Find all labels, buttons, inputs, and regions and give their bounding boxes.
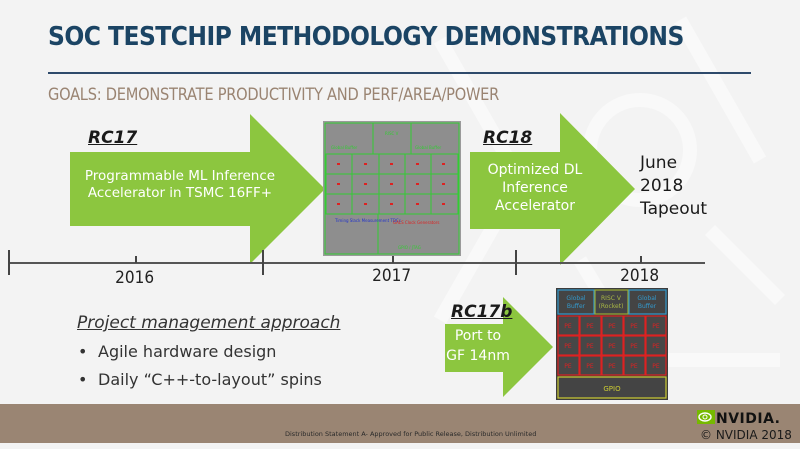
svg-text:PE: PE <box>608 323 616 330</box>
rc17b-desc-line2: GF 14nm <box>446 348 510 364</box>
svg-text:PE: PE <box>630 363 638 370</box>
svg-text:GPIO: GPIO <box>603 385 621 393</box>
tapeout-line3: Tapeout <box>640 199 708 219</box>
rc17b-label: RC17b <box>451 302 513 322</box>
svg-text:PE: PE <box>586 323 594 330</box>
slide-title: SOC TESTCHIP METHODOLOGY DEMONSTRATIONS <box>48 22 684 52</box>
svg-text:PE: PE <box>608 343 616 350</box>
timeline-tick <box>515 250 517 275</box>
svg-text:PE: PE <box>608 363 616 370</box>
svg-text:Buffer: Buffer <box>567 303 586 310</box>
svg-text:GPIO / JTAG: GPIO / JTAG <box>398 245 421 250</box>
title-divider <box>48 72 751 74</box>
rc17-desc-line1: Programmable ML Inference <box>84 168 276 184</box>
rc18-label: RC18 <box>483 128 533 148</box>
rc17-label: RC17 <box>88 128 138 148</box>
svg-text:PE: PE <box>652 343 660 350</box>
nvidia-eye-icon <box>697 410 715 424</box>
goals-subtitle: GOALS: DEMONSTRATE PRODUCTIVITY AND PERF… <box>48 85 500 105</box>
svg-text:RISC V: RISC V <box>385 131 399 136</box>
tapeout-line2: 2018 <box>640 176 684 196</box>
rc18-desc-line2: Inference <box>502 180 568 196</box>
svg-text:(Rocket): (Rocket) <box>599 303 624 310</box>
timeline-tick <box>640 256 642 263</box>
svg-text:PE: PE <box>630 323 638 330</box>
svg-text:Global: Global <box>566 295 585 302</box>
rc17-die-photo: Global Buffer Global Buffer RISC V GPIO /… <box>323 121 461 256</box>
project-management-heading: Project management approach <box>77 313 341 333</box>
svg-text:Global Buffer: Global Buffer <box>331 145 358 150</box>
svg-text:RISC V: RISC V <box>601 295 622 302</box>
rc17-arrow: Programmable ML Inference Accelerator in… <box>70 114 325 264</box>
rc18-desc-line3: Accelerator <box>495 198 575 214</box>
svg-text:GALS Clock Generators: GALS Clock Generators <box>393 220 439 225</box>
bullet-text: Agile hardware design <box>98 342 277 361</box>
bullet-item: • Agile hardware design <box>78 342 276 361</box>
svg-text:Buffer: Buffer <box>638 303 657 310</box>
timeline-tick <box>8 250 10 275</box>
svg-text:PE: PE <box>564 343 572 350</box>
timeline-tick <box>392 256 394 263</box>
bullet-glyph: • <box>78 370 88 389</box>
svg-text:PE: PE <box>564 363 572 370</box>
bullet-item: • Daily “C++-to-layout” spins <box>78 370 322 389</box>
year-2016: 2016 <box>115 268 155 288</box>
svg-text:PE: PE <box>564 323 572 330</box>
svg-text:Global: Global <box>637 295 656 302</box>
year-2017: 2017 <box>372 266 412 286</box>
tapeout-milestone: June 2018 Tapeout <box>640 152 707 221</box>
tapeout-line1: June <box>640 153 678 173</box>
bullet-text: Daily “C++-to-layout” spins <box>98 370 322 389</box>
year-2018: 2018 <box>620 266 660 286</box>
svg-text:PE: PE <box>652 363 660 370</box>
svg-text:PE: PE <box>586 363 594 370</box>
rc18-desc-line1: Optimized DL <box>487 162 583 178</box>
bullet-glyph: • <box>78 342 88 361</box>
svg-text:PE: PE <box>652 323 660 330</box>
svg-text:Timing Slack Measurement TDCs: Timing Slack Measurement TDCs <box>334 218 401 223</box>
footer-bar <box>0 404 800 443</box>
timeline-axis <box>8 262 705 264</box>
rc18-arrow: Optimized DL Inference Accelerator <box>470 113 635 265</box>
svg-text:PE: PE <box>630 343 638 350</box>
svg-text:Global Buffer: Global Buffer <box>415 145 442 150</box>
rc17-desc-line2: Accelerator in TSMC 16FF+ <box>87 184 273 201</box>
rc17b-arrow: Port to GF 14nm <box>445 297 553 397</box>
distribution-statement: Distribution Statement A- Approved for P… <box>285 430 537 438</box>
timeline-tick <box>262 250 264 275</box>
nvidia-logo: NVIDIA. <box>716 411 781 427</box>
timeline-tick <box>135 256 137 263</box>
svg-text:PE: PE <box>586 343 594 350</box>
copyright: © NVIDIA 2018 <box>700 428 792 442</box>
rc17b-desc-line1: Port to <box>454 328 502 344</box>
